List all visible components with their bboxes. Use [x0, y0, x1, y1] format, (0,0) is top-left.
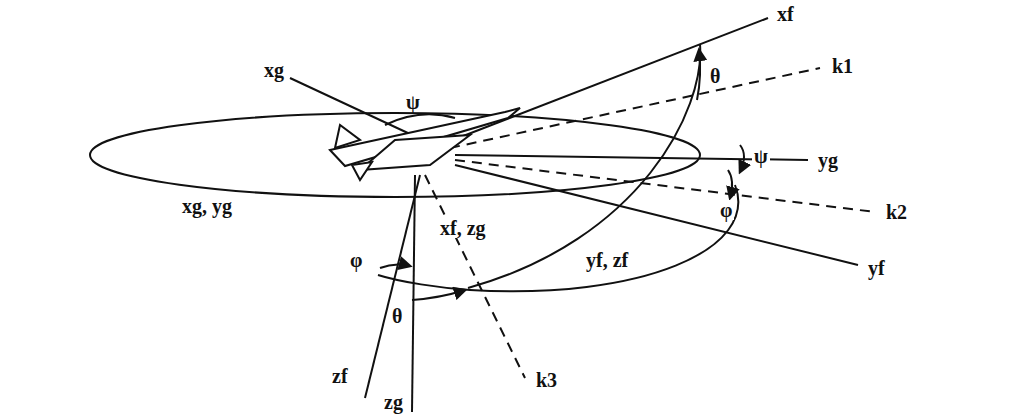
axis-label: k2 [884, 202, 909, 222]
axis-label: zf [330, 366, 350, 386]
axis-label: φ [718, 200, 734, 220]
axis-label: yf [866, 258, 887, 278]
axis-label: xf [775, 4, 796, 24]
axis-label: zg [382, 392, 405, 412]
axis-label: θ [390, 306, 404, 326]
axis-label: ψ [752, 146, 770, 166]
axis-label: xg [262, 60, 286, 80]
axis-label: ψ [404, 92, 422, 112]
axis-label: xf, zg [438, 218, 488, 238]
axis-label: k1 [830, 56, 855, 76]
axis-label: θ [708, 66, 722, 86]
axis-label: xg, yg [180, 196, 234, 216]
axis-label: φ [348, 250, 364, 270]
axis-label: yg [816, 150, 840, 170]
axis-label: k3 [534, 370, 559, 390]
axis-label: yf, zf [584, 250, 630, 270]
